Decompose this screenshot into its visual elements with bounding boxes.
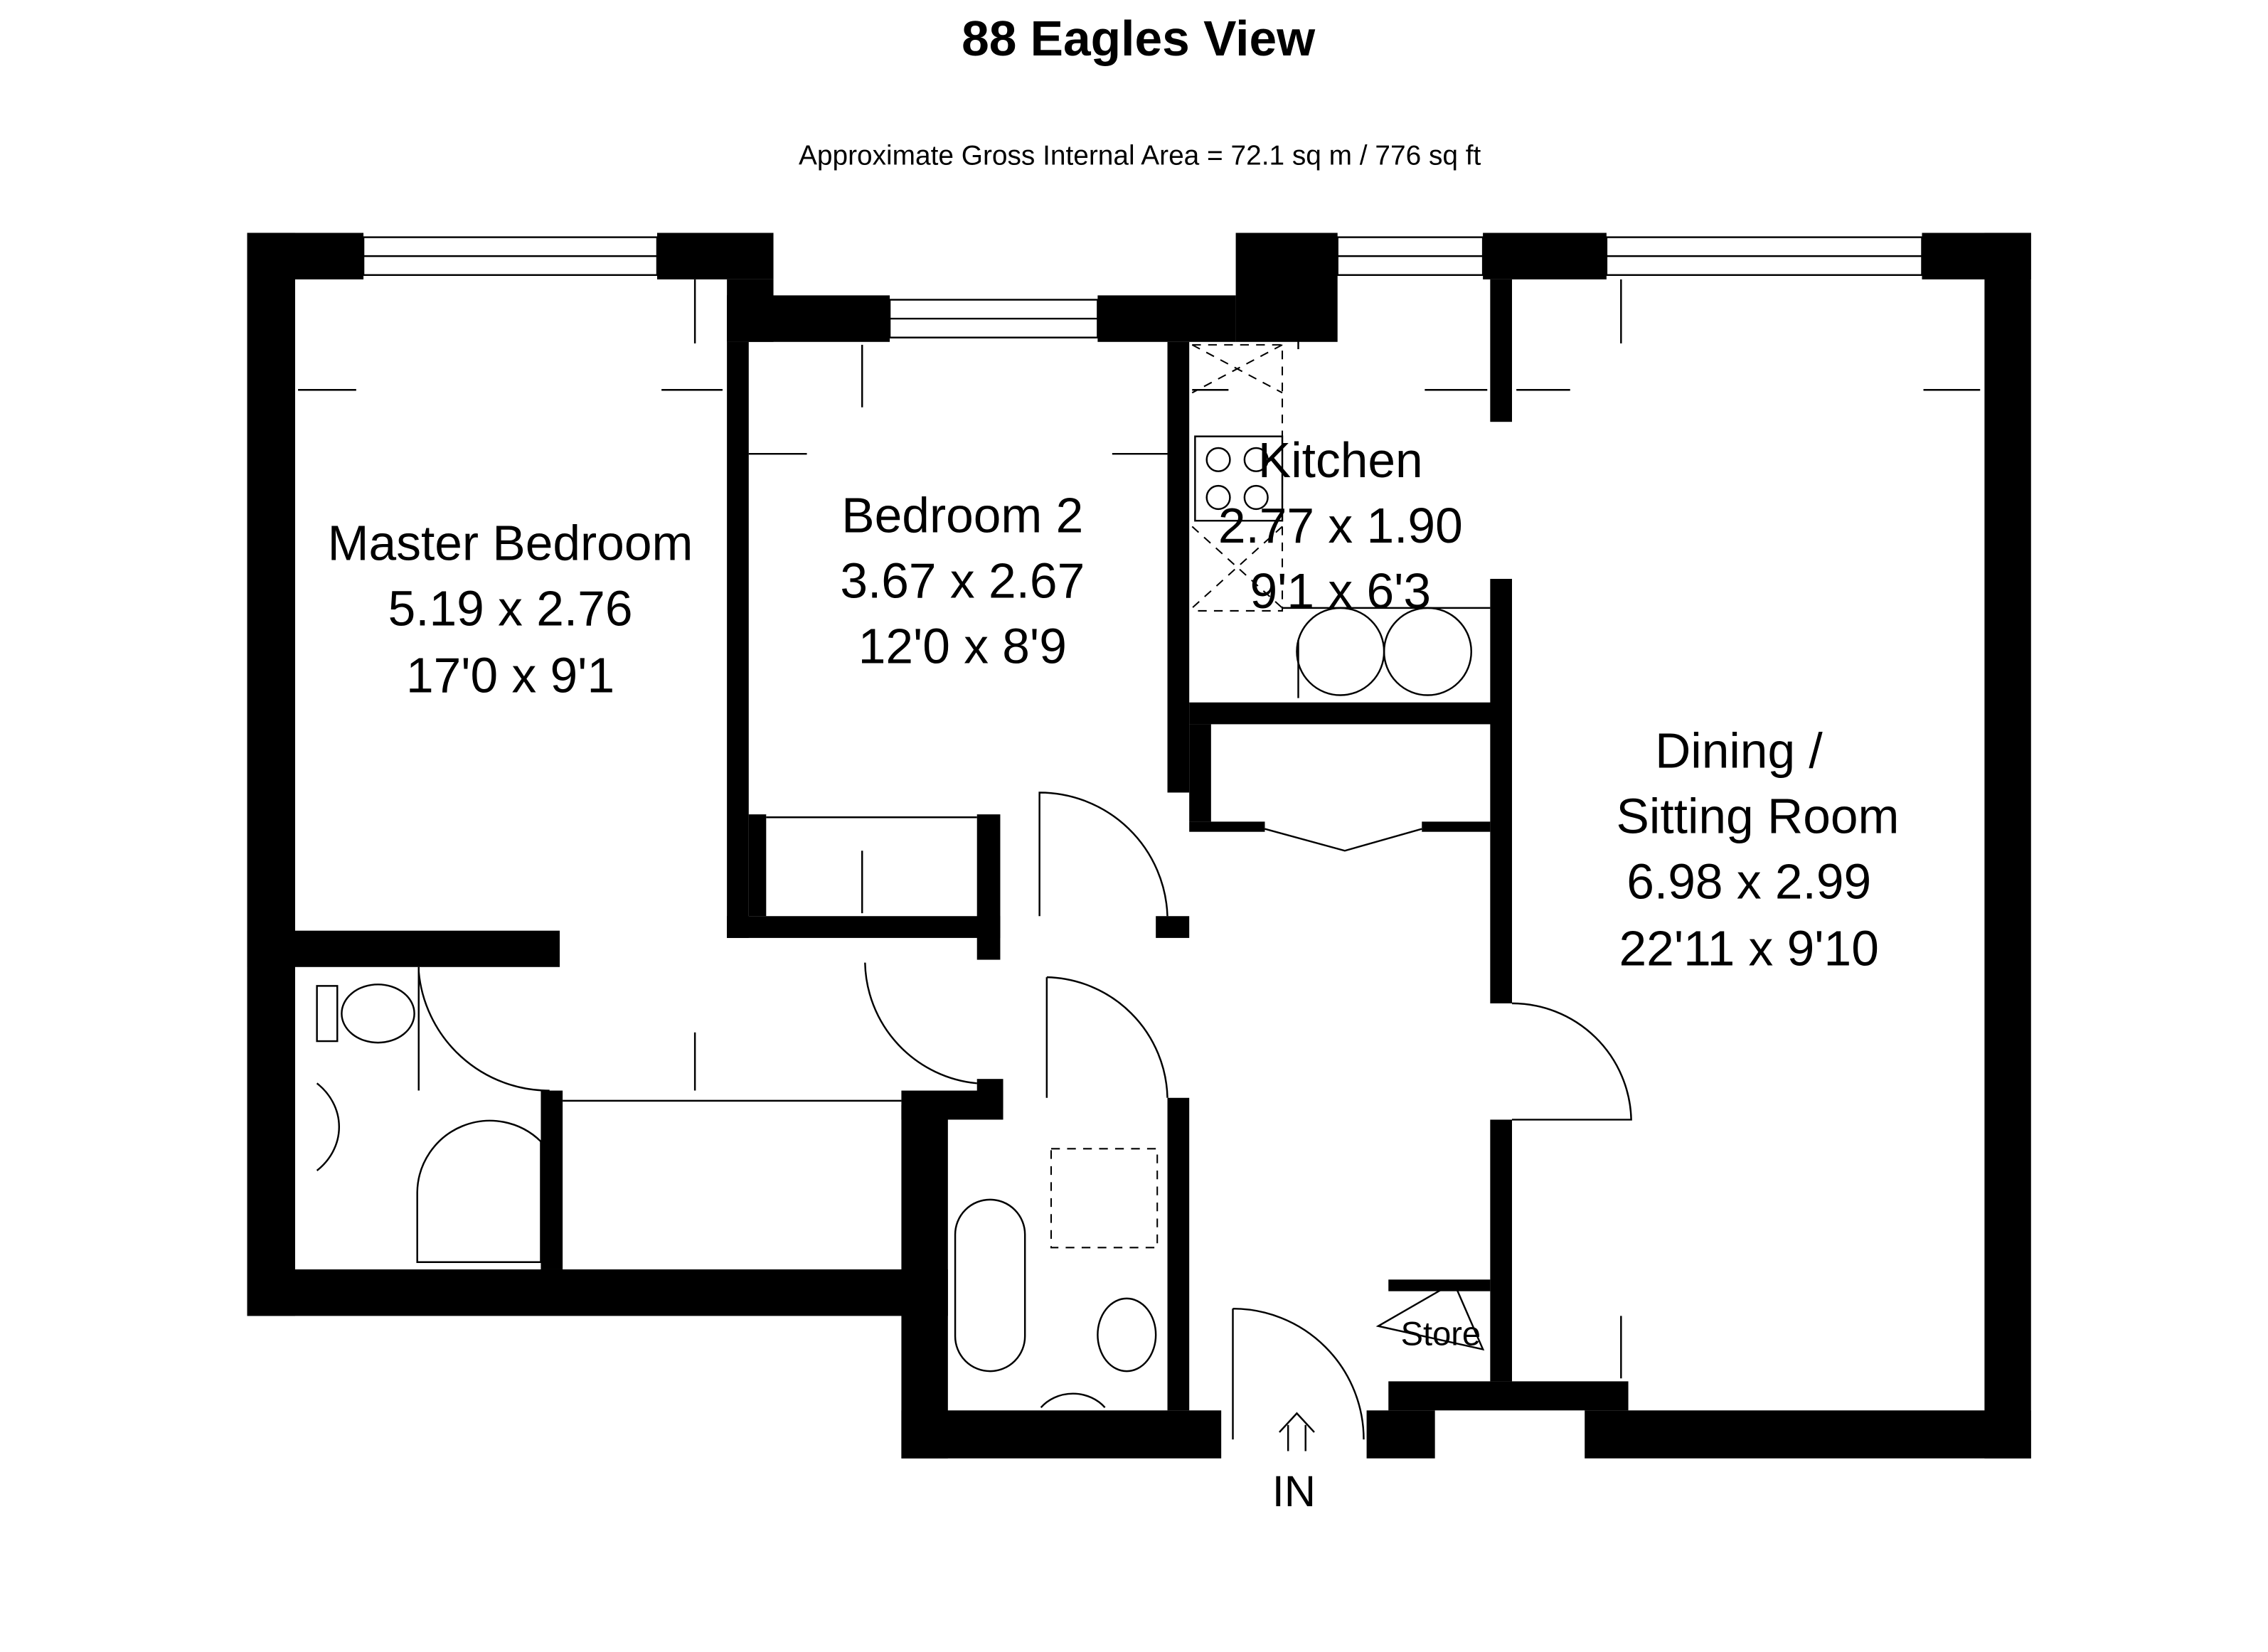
room-master-bedroom: Master Bedroom 5.19 x 2.76 17'0 x 9'1	[328, 515, 693, 703]
room-kitchen: Kitchen 2.77 x 1.90 9'1 x 6'3	[1218, 432, 1463, 619]
room-imperial: 12'0 x 8'9	[858, 619, 1067, 674]
plan-title: 88 Eagles View	[962, 11, 1316, 66]
store-label: Store	[1401, 1314, 1481, 1352]
dimension-arrows	[298, 279, 1981, 1379]
area-summary: Approximate Gross Internal Area = 72.1 s…	[799, 140, 1481, 171]
room-name: Kitchen	[1258, 432, 1423, 488]
entrance-arrow-icon	[1279, 1412, 1315, 1451]
room-name: Master Bedroom	[328, 515, 693, 570]
room-metric: 2.77 x 1.90	[1218, 498, 1463, 553]
room-imperial: 17'0 x 9'1	[406, 647, 614, 703]
room-dining-sitting: Dining / Sitting Room 6.98 x 2.99 22'11 …	[1617, 723, 1900, 976]
room-metric: 5.19 x 2.76	[388, 580, 633, 636]
room-bedroom-2: Bedroom 2 3.67 x 2.67 12'0 x 8'9	[840, 488, 1085, 674]
room-name-line1: Dining /	[1655, 723, 1823, 779]
room-imperial: 9'1 x 6'3	[1250, 563, 1432, 619]
entrance-label: IN	[1272, 1466, 1316, 1515]
doors	[417, 792, 1632, 1440]
room-name-line2: Sitting Room	[1617, 789, 1900, 844]
room-imperial: 22'11 x 9'10	[1619, 921, 1879, 976]
room-metric: 3.67 x 2.67	[840, 553, 1085, 609]
room-name: Bedroom 2	[841, 488, 1083, 543]
room-metric: 6.98 x 2.99	[1627, 854, 1871, 910]
walls	[247, 233, 2031, 1459]
windows	[362, 236, 1923, 339]
fixtures	[316, 343, 1491, 1409]
